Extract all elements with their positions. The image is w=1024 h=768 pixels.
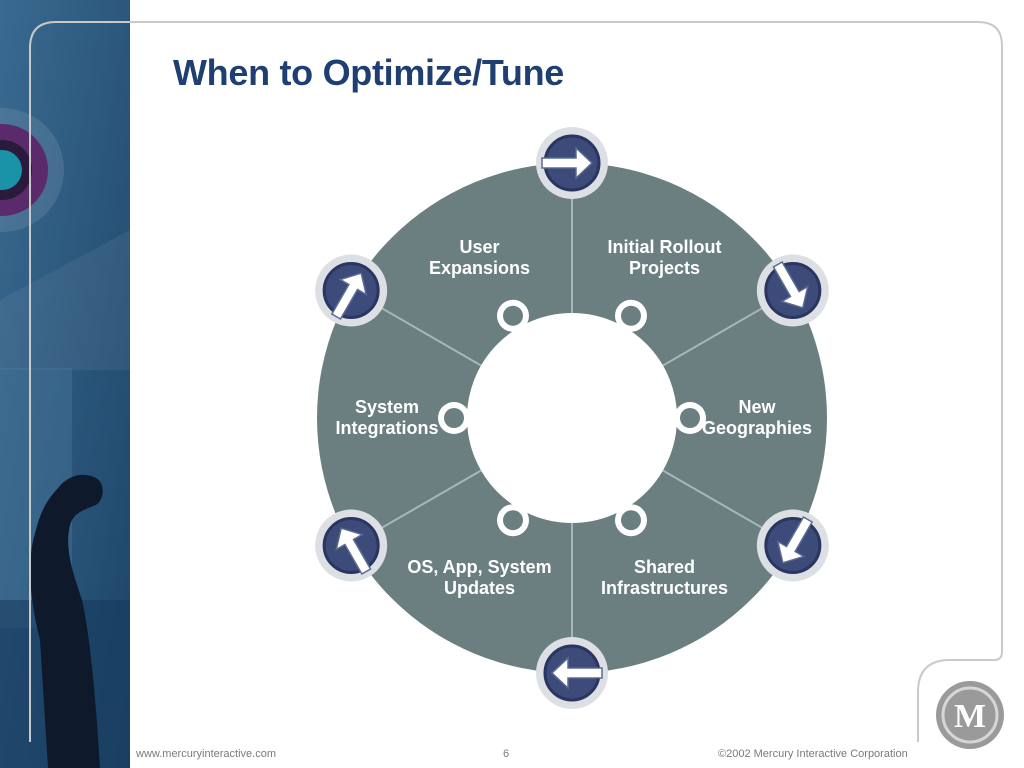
arrow-icon [335, 527, 372, 576]
arrow-shape [335, 527, 372, 576]
hub-knob-dot [621, 510, 641, 531]
cycle-segment-label: New Geographies [701, 397, 813, 438]
arrow-shape [772, 260, 809, 309]
arrow-shape [550, 656, 603, 690]
arrow-icon [772, 260, 809, 309]
cycle-segment-label: Shared Infrastructures [600, 557, 729, 599]
slide-title: When to Optimize/Tune [173, 52, 565, 93]
arrow-icon [541, 146, 594, 180]
cycle-segment-label: System Integrations [335, 397, 439, 438]
cycle-segment-label: OS, App, System Updates [407, 557, 552, 599]
wheel-hub [467, 313, 677, 523]
person-silhouette [30, 474, 103, 768]
svg-text:M: M [954, 698, 986, 735]
arrow-shape [776, 515, 814, 564]
arrow-shape [330, 272, 368, 321]
arrow-icon [776, 515, 814, 564]
cycle-segment-label: Initial Rollout Projects [607, 236, 722, 278]
arrow-shape [541, 146, 594, 180]
footer-url: www.mercuryinteractive.com [136, 748, 276, 760]
page-number: 6 [503, 748, 510, 760]
cycle-segment-label: User Expansions [428, 236, 531, 278]
footer-copyright: ©2002 Mercury Interactive Corporation [718, 748, 908, 760]
arrow-icon [330, 272, 368, 321]
hub-knob-dot [503, 305, 523, 326]
hub-knob-dot [503, 510, 523, 531]
hub-knob-dot [444, 408, 464, 428]
mercury-logo: M [936, 681, 1004, 749]
arrow-icon [550, 656, 603, 690]
hub-knob-dot [680, 408, 700, 428]
hub-knob-dot [621, 305, 641, 326]
left-photo-panel [0, 0, 130, 768]
